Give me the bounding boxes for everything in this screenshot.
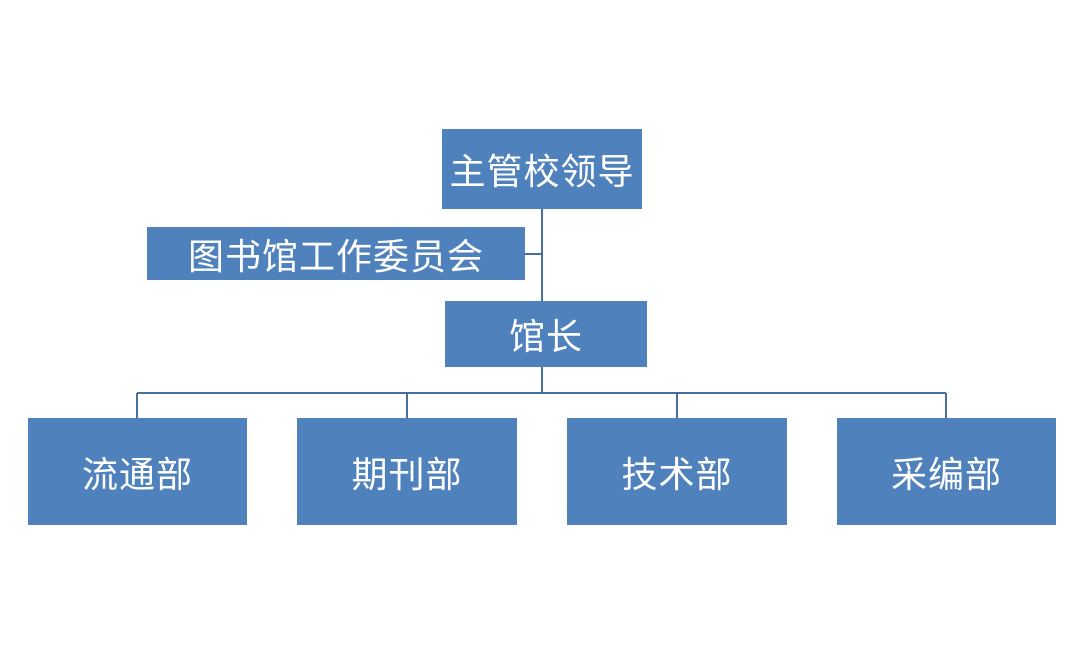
node-technical-dept: 技术部: [567, 418, 787, 525]
node-acquisition-cataloging-dept: 采编部: [837, 418, 1056, 525]
node-library-director: 馆长: [445, 301, 647, 367]
node-school-leader: 主管校领导: [442, 129, 642, 209]
node-periodicals-dept: 期刊部: [297, 418, 517, 525]
node-library-committee: 图书馆工作委员会: [147, 227, 525, 280]
node-circulation-dept: 流通部: [28, 418, 247, 525]
